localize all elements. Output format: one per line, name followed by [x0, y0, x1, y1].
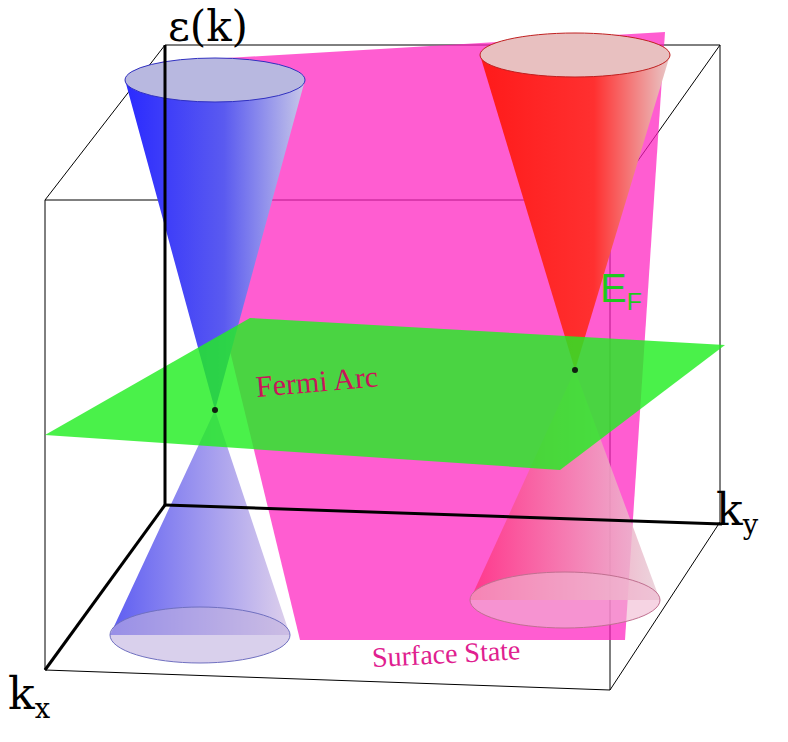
ky-axis-label: ky	[716, 488, 758, 532]
subscript: y	[743, 509, 758, 540]
surface-state-label: Surface State	[371, 636, 521, 672]
fermi-level-plane	[45, 318, 725, 470]
main-letter: k	[716, 484, 743, 535]
weyl-point	[212, 407, 218, 413]
subscript: x	[35, 693, 50, 724]
main-letter: k	[8, 668, 35, 719]
lower-red-cone-base	[470, 572, 660, 628]
upper-blue-cone-rim	[125, 58, 305, 102]
kx-axis-label: kx	[8, 672, 50, 716]
fermi-energy-label: EF	[600, 268, 642, 308]
axes	[45, 45, 722, 670]
main-letter: E	[600, 266, 627, 310]
energy-axis-label: ε(k)	[168, 6, 248, 48]
upper-red-cone-rim	[480, 33, 670, 77]
weyl-point	[572, 367, 578, 373]
lower-blue-cone-base	[110, 607, 290, 663]
subscript: F	[627, 288, 642, 315]
upper-red-cone	[480, 55, 670, 370]
